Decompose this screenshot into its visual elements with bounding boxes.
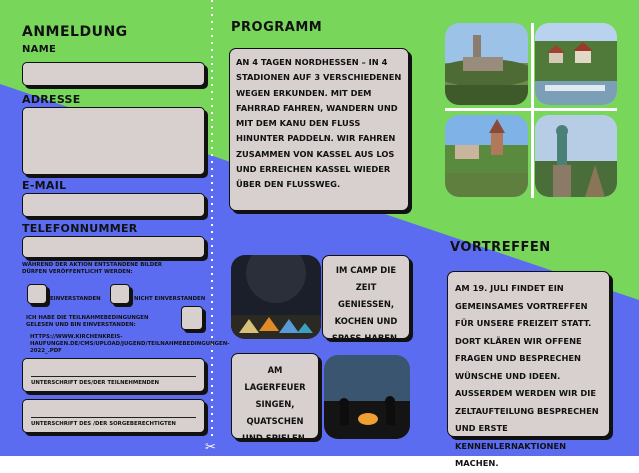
- photo-consent-text: WÄHREND DER AKTION ENTSTANDENE BILDER DÜ…: [22, 262, 163, 275]
- signature-line: [31, 376, 196, 377]
- phone-label: TELEFONNUMMER: [22, 222, 138, 235]
- castle-photo: [445, 23, 528, 105]
- camp-text-box: IM CAMP DIE ZEIT GENIEßEN, KOCHEN UND SP…: [322, 255, 410, 343]
- agree-label: EINVERSTANDEN: [50, 296, 101, 302]
- programm-text: AN 4 TAGEN NORDHESSEN – IN 4 STADIONEN A…: [236, 57, 402, 190]
- name-field[interactable]: [22, 62, 205, 86]
- signature-guardian-field[interactable]: UNTERSCHRIFT DES /DER SORGEBERECHTIGTEN: [22, 399, 205, 433]
- signature-participant-label: UNTERSCHRIFT DES/DER TEILNEHMENDEN: [31, 380, 160, 386]
- address-field[interactable]: [22, 107, 205, 175]
- form-title: ANMELDUNG: [22, 24, 128, 40]
- scissors-icon: ✂: [205, 440, 216, 455]
- fire-text-box: AM LAGERFEUER SINGEN, QUATSCHEN UND SPIE…: [231, 353, 319, 443]
- terms-checkbox[interactable]: [181, 306, 203, 330]
- address-label: ADRESSE: [22, 93, 81, 106]
- statue-photo: [535, 115, 617, 197]
- vortreffen-title: VORTREFFEN: [450, 240, 551, 255]
- signature-participant-field[interactable]: UNTERSCHRIFT DES/DER TEILNEHMENDEN: [22, 358, 205, 392]
- signature-guardian-label: UNTERSCHRIFT DES /DER SORGEBERECHTIGTEN: [31, 421, 176, 427]
- email-field[interactable]: [22, 193, 205, 217]
- vortreffen-text: AM 19. JULI FINDET EIN GEMEINSAMES VORTR…: [455, 283, 599, 468]
- terms-link[interactable]: HTTPS://WWW.KIRCHENKREIS-HAUFUNGEN.DE/CM…: [30, 334, 230, 354]
- photo-collage: [445, 23, 617, 198]
- phone-field[interactable]: [22, 236, 205, 258]
- disagree-checkbox[interactable]: [110, 284, 130, 304]
- disagree-label: NICHT EINVERSTANDEN: [134, 296, 206, 302]
- vortreffen-text-box: AM 19. JULI FINDET EIN GEMEINSAMES VORTR…: [447, 271, 610, 468]
- fire-text: AM LAGERFEUER SINGEN, QUATSCHEN UND SPIE…: [242, 365, 308, 443]
- camp-text: IM CAMP DIE ZEIT GENIEßEN, KOCHEN UND SP…: [331, 265, 401, 343]
- village-photo: [535, 23, 617, 105]
- name-label: NAME: [22, 44, 57, 55]
- programm-title: PROGRAMM: [231, 20, 323, 35]
- email-label: E-MAIL: [22, 179, 67, 192]
- tents-photo: [231, 255, 321, 339]
- terms-text: ICH HABE DIE TEILNAHMEBEDINGUNGEN GELESE…: [26, 315, 149, 328]
- signature-line: [31, 417, 196, 418]
- town-photo: [445, 115, 528, 197]
- programm-text-box: AN 4 TAGEN NORDHESSEN – IN 4 STADIONEN A…: [229, 48, 409, 211]
- agree-checkbox[interactable]: [27, 284, 47, 304]
- campfire-photo: [324, 355, 410, 439]
